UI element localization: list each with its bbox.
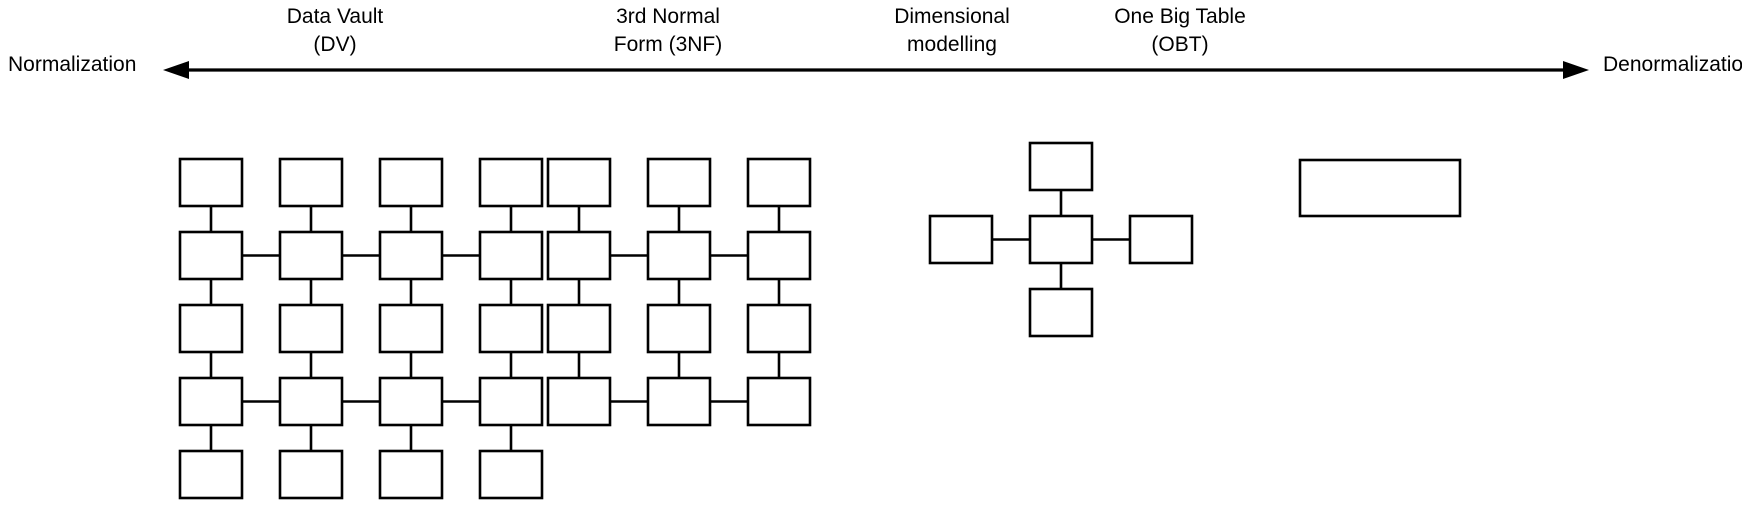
schema-node-box [478, 157, 544, 208]
schema-node-box [546, 376, 612, 427]
schema-node-box [646, 157, 712, 208]
schema-node-box [546, 303, 612, 354]
stage-label-one-big-table: One Big Table (OBT) [1114, 5, 1246, 56]
schema-node-box [278, 303, 344, 354]
schema-node-box [178, 376, 244, 427]
schema-node-box [178, 303, 244, 354]
fact-table-box [1028, 214, 1094, 265]
schema-node-box [178, 449, 244, 500]
schema-node-box [278, 157, 344, 208]
schema-node-box [378, 230, 444, 281]
schema-node-box [378, 449, 444, 500]
stage-label-data-vault: Data Vault (DV) [286, 5, 384, 56]
schema-node-box [378, 157, 444, 208]
axis-arrowhead-left-icon [163, 61, 189, 79]
data-vault-schema-graphic [178, 157, 544, 500]
stage-label-dimensional-modelling: Dimensional modelling [894, 5, 1010, 56]
schema-node-box [646, 303, 712, 354]
axis-arrowhead-right-icon [1563, 61, 1589, 79]
dimension-box-right [1128, 214, 1194, 265]
schema-node-box [478, 376, 544, 427]
schema-node-box [378, 376, 444, 427]
normalization-axis [163, 61, 1589, 79]
dimension-box-top [1028, 141, 1094, 192]
schema-node-box [478, 449, 544, 500]
schema-node-box [278, 449, 344, 500]
schema-node-box [746, 303, 812, 354]
schema-node-box [378, 303, 444, 354]
schema-node-box [178, 230, 244, 281]
dimension-box-left [928, 214, 994, 265]
dimension-box-bottom [1028, 287, 1094, 338]
one-big-table-box [1298, 158, 1462, 218]
schema-node-box [478, 303, 544, 354]
axis-label-denormalization: Denormalization [1603, 53, 1742, 76]
schema-node-box [546, 157, 612, 208]
schema-node-box [278, 230, 344, 281]
axis-label-normalization: Normalization [8, 53, 137, 76]
third-normal-form-schema-graphic [546, 157, 812, 427]
schema-node-box [746, 157, 812, 208]
dimensional-model-star-graphic [928, 141, 1194, 338]
schema-node-box [478, 230, 544, 281]
schema-node-box [178, 157, 244, 208]
schema-node-box [746, 230, 812, 281]
one-big-table-graphic [1298, 158, 1462, 218]
schema-node-box [746, 376, 812, 427]
schema-node-box [278, 376, 344, 427]
schema-node-box [546, 230, 612, 281]
schema-node-box [646, 376, 712, 427]
stage-label-third-normal-form: 3rd Normal Form (3NF) [613, 5, 723, 56]
schema-node-box [646, 230, 712, 281]
